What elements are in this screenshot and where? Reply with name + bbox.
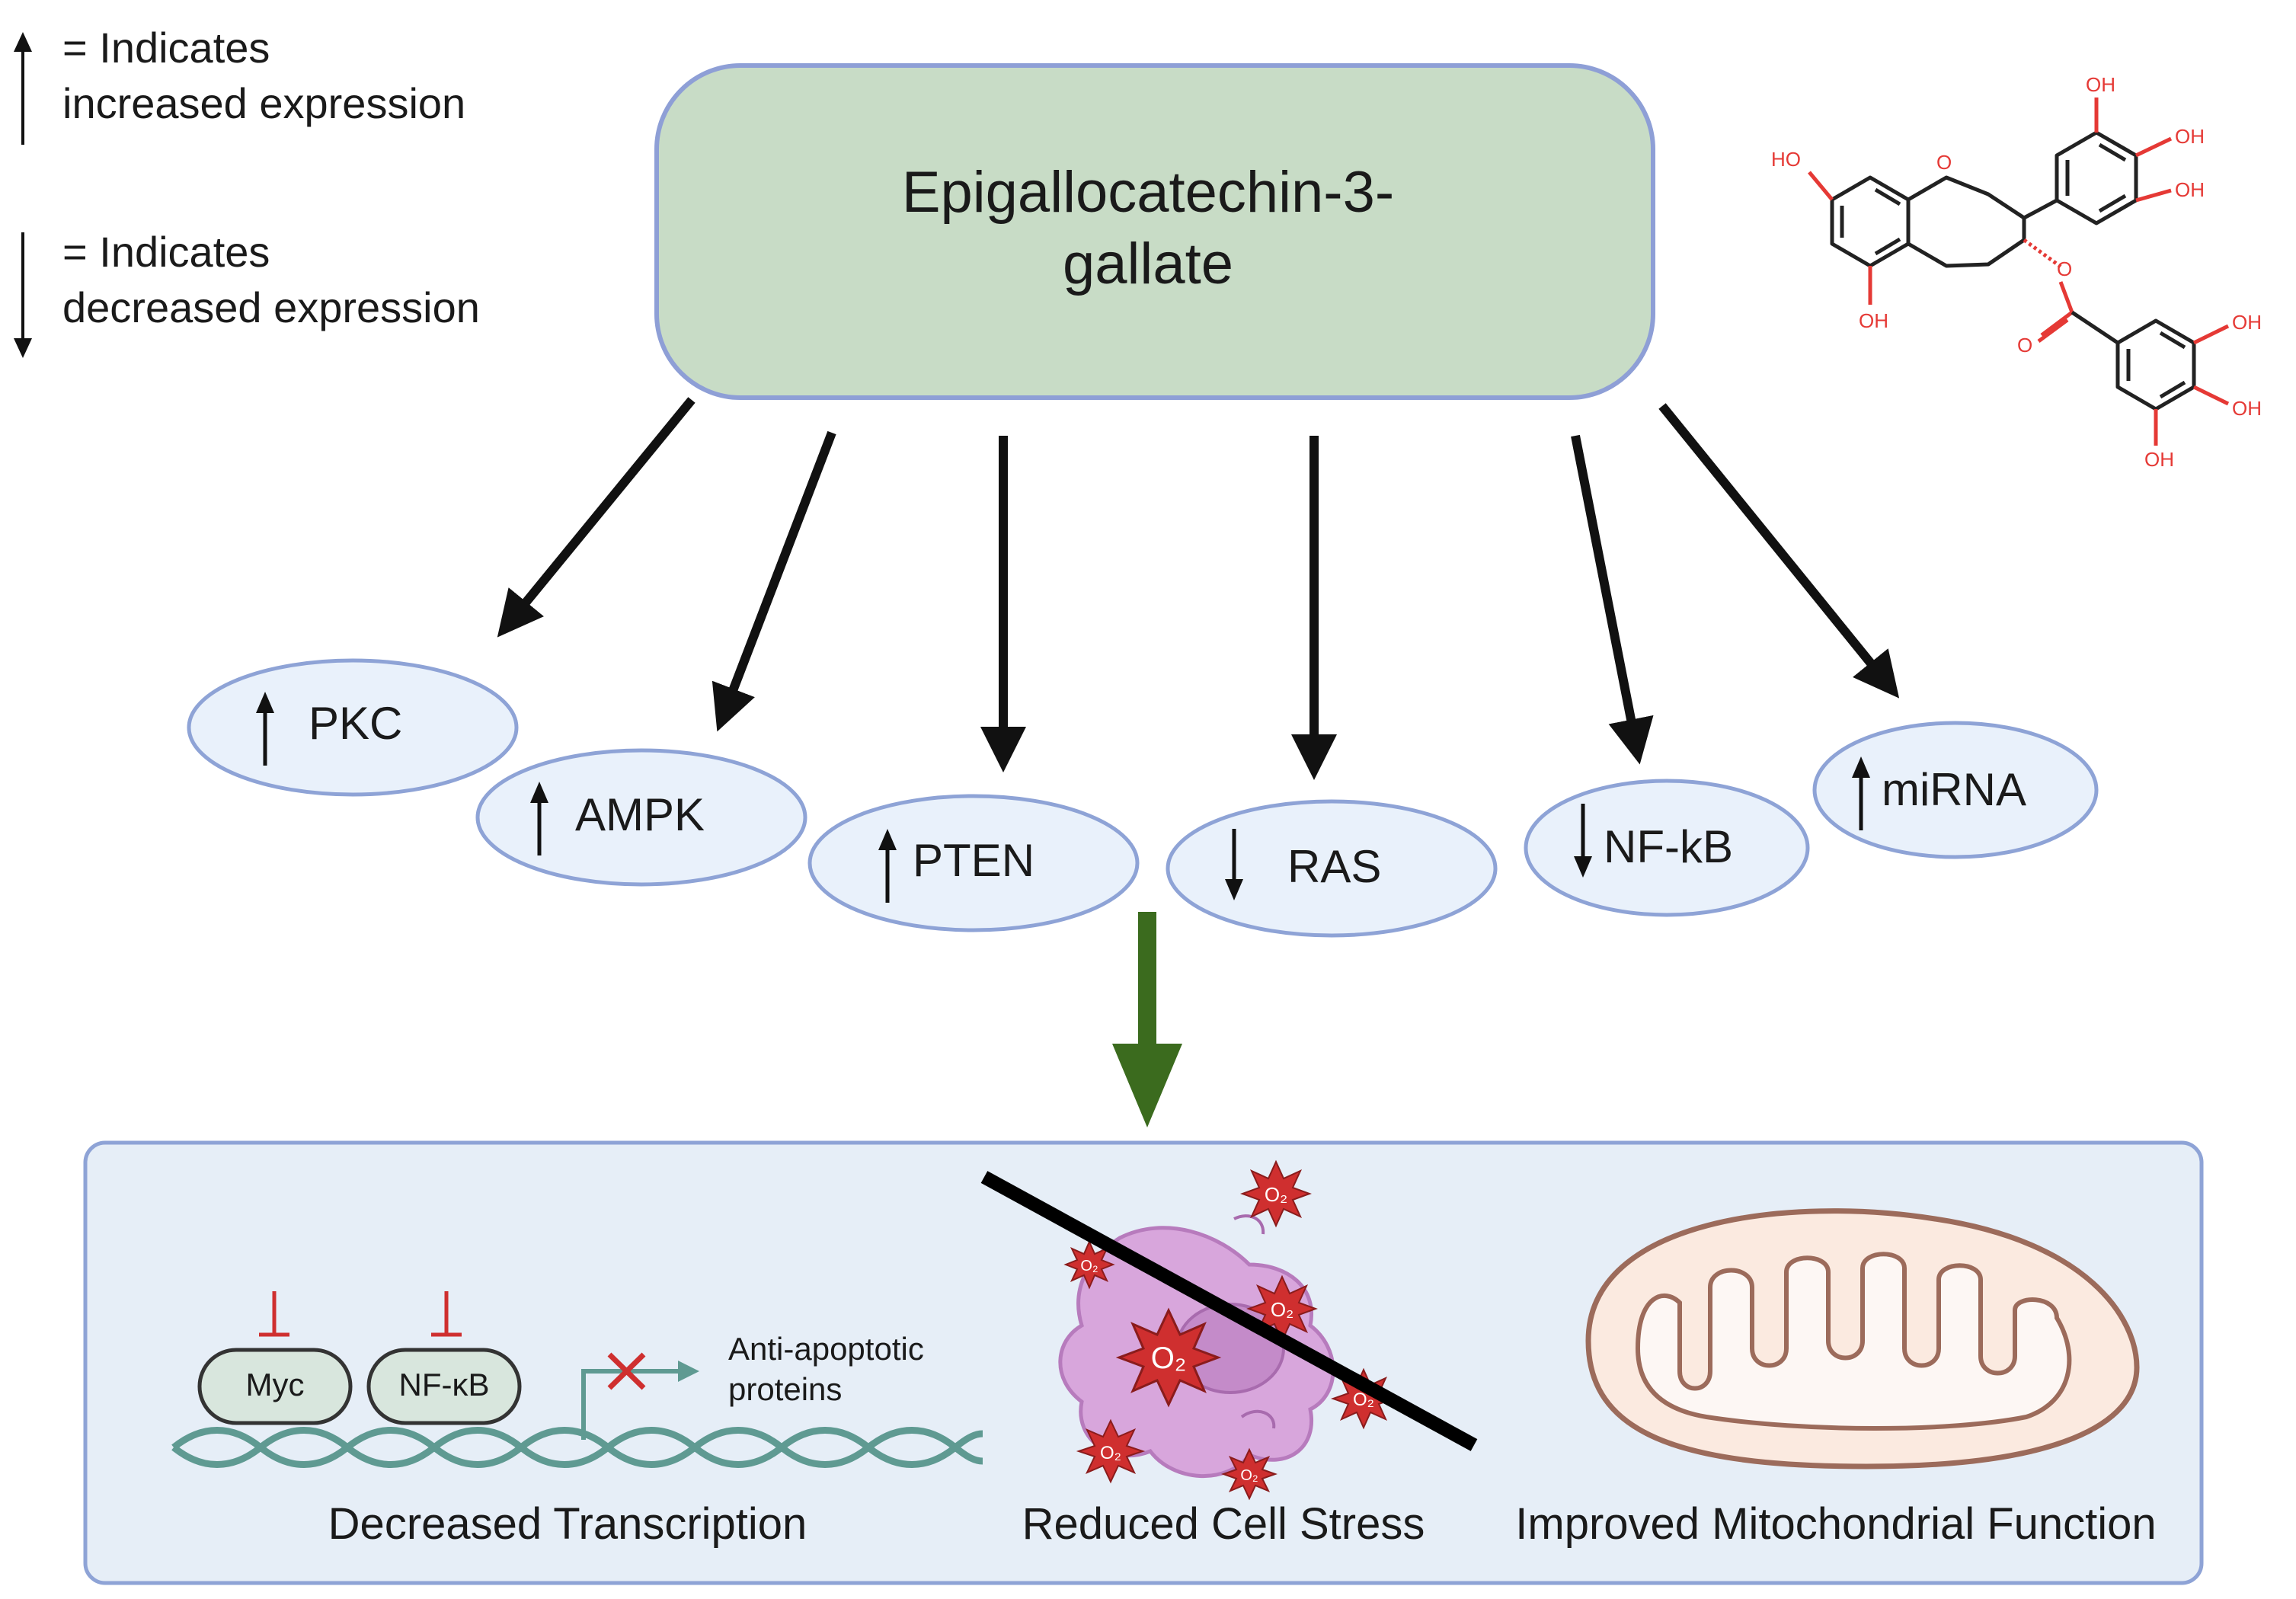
target-pkc: PKC	[187, 658, 519, 797]
compound-name-line2: gallate	[1063, 232, 1233, 296]
target-ras: RAS	[1166, 799, 1498, 938]
atom-o-carbonyl: O	[2017, 334, 2032, 357]
target-label-pkc: PKC	[309, 698, 402, 749]
svg-text:O₂: O₂	[1080, 1258, 1098, 1274]
transcription-illustration: Myc NF-κB Anti-apoptotic proteins Decrea…	[171, 1291, 983, 1549]
up-arrow-icon	[256, 692, 274, 766]
svg-text:O₂: O₂	[1265, 1183, 1287, 1206]
inhibit-icon	[259, 1291, 289, 1337]
target-label-ras: RAS	[1287, 841, 1381, 892]
caption-reduced-cell-stress: Reduced Cell Stress	[1022, 1499, 1425, 1549]
legend-up-text-2: increased expression	[62, 79, 465, 127]
green-down-arrow	[1112, 912, 1182, 1127]
nfkb-label: NF-κB	[399, 1367, 490, 1402]
target-label-nfkb: NF-kB	[1604, 821, 1733, 872]
structure-atom-labels: HO O OH OH OH OH O O OH OH OH	[1771, 73, 2262, 471]
atom-o-ring: O	[1936, 151, 1952, 174]
target-pten: PTEN	[807, 794, 1140, 932]
up-arrow-icon	[1852, 756, 1870, 830]
legend: = Indicates increased expression = Indic…	[14, 24, 480, 358]
svg-text:O₂: O₂	[1271, 1298, 1293, 1321]
atom-ho-left: HO	[1771, 148, 1801, 171]
dna-helix-icon	[171, 1427, 983, 1468]
atom-o-ester: O	[2057, 257, 2072, 280]
mitochondria-illustration: Improved Mitochondrial Function	[1515, 1208, 2157, 1549]
anti-apoptotic-label-2: proteins	[728, 1371, 842, 1407]
cell-stress-illustration: O₂ O₂ O₂ O₂ O₂ O₂ O₂ Reduced Cell Stress	[980, 1159, 1478, 1549]
svg-text:O₂: O₂	[1100, 1443, 1121, 1463]
ros-icon: O₂	[1076, 1418, 1146, 1484]
compound-name-line1: Epigallocatechin-3-	[902, 160, 1394, 225]
arrow-to-ampk	[712, 430, 836, 732]
up-arrow-icon	[530, 782, 548, 855]
ros-icon: O₂	[1115, 1307, 1222, 1408]
inhibit-icon	[431, 1291, 462, 1337]
down-arrow-icon	[14, 232, 32, 358]
compound-arrows	[497, 397, 1900, 780]
ros-icon: O₂	[1240, 1159, 1312, 1228]
ros-icon: O₂	[1063, 1239, 1115, 1290]
arrow-to-mirna	[1658, 403, 1900, 699]
caption-improved-mitochondrial-function: Improved Mitochondrial Function	[1515, 1499, 2156, 1549]
legend-down-text-1: = Indicates	[62, 228, 270, 276]
legend-up-text-1: = Indicates	[62, 24, 270, 72]
legend-down-text-2: decreased expression	[62, 283, 480, 331]
target-nfkb: NF-kB	[1524, 779, 1810, 917]
atom-oh-c-bottom: OH	[2144, 448, 2174, 471]
transcription-start-arrow	[581, 1361, 699, 1440]
arrow-to-pkc	[497, 397, 696, 638]
compound-box: Epigallocatechin-3- gallate	[654, 63, 1655, 400]
atom-oh-b-upper: OH	[2175, 125, 2205, 148]
atom-oh-c-mid: OH	[2232, 397, 2262, 420]
atom-oh-a-bottom: OH	[1859, 309, 1888, 332]
svg-text:O₂: O₂	[1240, 1467, 1258, 1484]
target-ampk: AMPK	[475, 748, 807, 887]
nfkb-protein	[366, 1348, 522, 1425]
atom-oh-b-lower: OH	[2175, 178, 2205, 201]
down-arrow-icon	[1574, 804, 1592, 878]
target-mirna: miRNA	[1812, 721, 2099, 859]
target-label-pten: PTEN	[913, 835, 1034, 886]
ros-icon: O₂	[1220, 1447, 1278, 1501]
myc-protein	[197, 1348, 353, 1425]
atom-oh-c-upper: OH	[2232, 311, 2262, 334]
svg-text:O₂: O₂	[1151, 1342, 1187, 1375]
egcg-structure-icon	[1808, 98, 2230, 446]
myc-label: Myc	[246, 1367, 305, 1402]
target-label-mirna: miRNA	[1882, 764, 2026, 815]
caption-decreased-transcription: Decreased Transcription	[328, 1499, 807, 1549]
strike-through-line	[980, 1171, 1478, 1451]
arrow-to-nfkb	[1571, 434, 1654, 765]
up-arrow-icon	[878, 829, 897, 903]
blocked-x-icon	[607, 1352, 646, 1390]
atom-oh-top: OH	[2086, 73, 2115, 96]
ros-icon: O₂	[1330, 1367, 1397, 1430]
down-arrow-icon	[1225, 829, 1243, 900]
target-label-ampk: AMPK	[575, 789, 705, 840]
up-arrow-icon	[14, 32, 32, 145]
anti-apoptotic-label-1: Anti-apoptotic	[728, 1331, 924, 1367]
